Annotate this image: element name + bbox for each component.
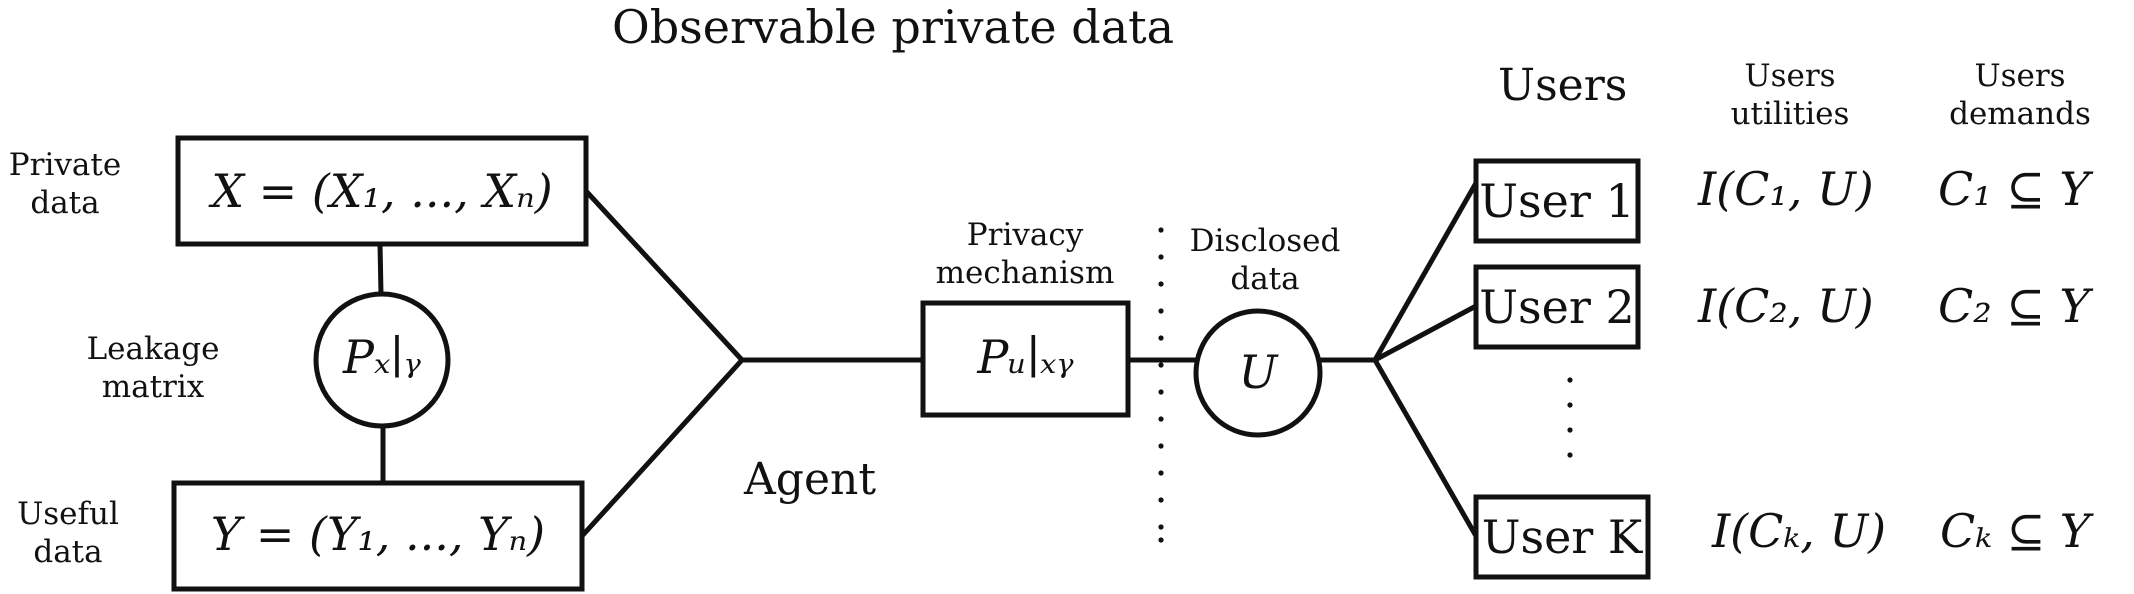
useful-data-expression: Y = (Y₁, ..., Yₙ) xyxy=(210,507,546,561)
edge-private-to-agent xyxy=(584,189,744,362)
leakage-matrix-symbol: Pₓ∣ᵧ xyxy=(343,330,421,384)
trust-boundary-dots xyxy=(1158,227,1164,543)
user-1-demand: C₁ ⊆ Y xyxy=(1938,162,2090,216)
useful-data-label: Useful data xyxy=(17,496,119,570)
users-demands-header: Users demands xyxy=(1949,58,2091,132)
privacy-mechanism-label: Privacy mechanism xyxy=(935,217,1115,291)
disclosed-data-node xyxy=(1193,308,1323,438)
edge-to-user-k xyxy=(1372,358,1479,538)
private-data-label: Private data xyxy=(8,147,122,221)
user-2-box xyxy=(1473,264,1641,350)
user-1-box xyxy=(1473,158,1641,244)
user-1-name: User 1 xyxy=(1479,174,1635,228)
private-data-expression: X = (X₁, ..., Xₙ) xyxy=(211,164,553,218)
edge-to-user-1 xyxy=(1372,181,1479,362)
users-utilities-header: Users utilities xyxy=(1730,58,1850,132)
diagram-title: Observable private data xyxy=(612,0,1175,54)
more-users-ellipsis xyxy=(1567,377,1573,458)
leakage-matrix-label: Leakage matrix xyxy=(86,331,220,405)
edge-private-to-leakage xyxy=(377,243,384,295)
user-1-utility: I(C₁, U) xyxy=(1698,162,1874,216)
user-k-demand: Cₖ ⊆ Y xyxy=(1940,504,2091,558)
privacy-mechanism-symbol: Pᵤ∣ₓᵧ xyxy=(977,330,1074,384)
user-k-utility: I(Cₖ, U) xyxy=(1712,504,1887,558)
user-2-utility: I(C₂, U) xyxy=(1698,279,1874,333)
disclosed-data-symbol: U xyxy=(1238,345,1278,399)
edge-to-user-2 xyxy=(1373,303,1478,363)
disclosed-data-label: Disclosed data xyxy=(1189,223,1341,297)
users-column-header: Users xyxy=(1498,60,1628,111)
user-2-demand: C₂ ⊆ Y xyxy=(1938,279,2090,333)
edge-useful-to-agent xyxy=(580,358,744,538)
user-k-box xyxy=(1473,494,1651,580)
user-k-name: User K xyxy=(1481,510,1643,564)
user-2-name: User 2 xyxy=(1479,280,1635,334)
agent-label: Agent xyxy=(744,454,876,505)
